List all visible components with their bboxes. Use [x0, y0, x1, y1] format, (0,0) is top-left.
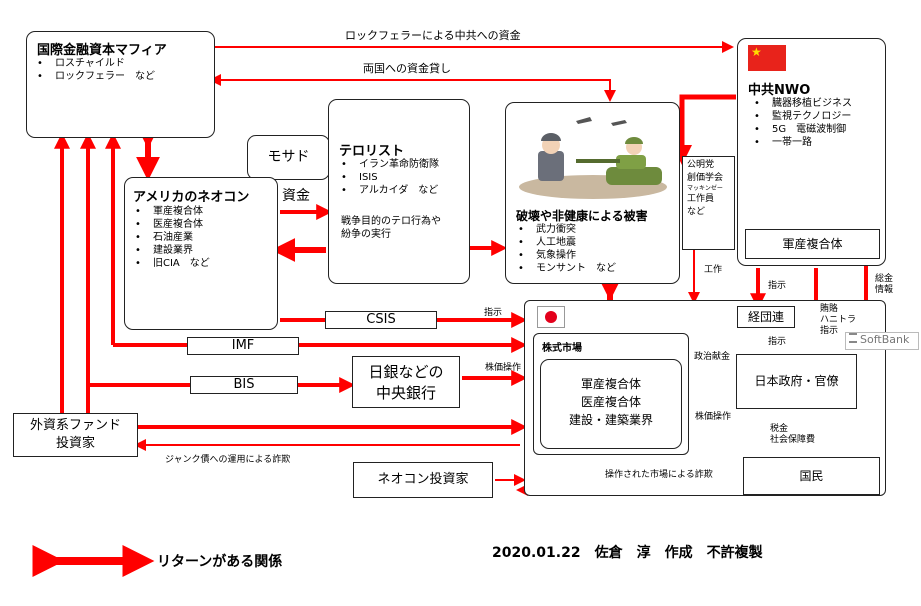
softbank-logo: SoftBank [845, 332, 919, 350]
label-zei: 税金 社会保障費 [770, 424, 815, 446]
damage-title: 破壊や非健康による被害 [516, 209, 648, 223]
csis-box: CSIS [325, 311, 437, 329]
neocon-title: アメリカのネオコン [133, 190, 250, 205]
market-title: 株式市場 [542, 343, 582, 354]
neocon-investor-label: ネオコン投資家 [377, 472, 469, 487]
party-line: など [687, 207, 706, 217]
damage-item: 武力衝突 [518, 223, 616, 236]
kokumin-label: 国民 [799, 469, 824, 483]
central-bank-box: 日銀などの 中央銀行 [352, 356, 460, 408]
label-loan: 両国への資金貸し [363, 62, 451, 75]
mossad-box: モサド [247, 135, 330, 180]
market-inner-line: 建設・建築業界 [568, 413, 653, 427]
nwo-item: 監視テクノロジー [754, 110, 852, 123]
mossad-label: モサド [267, 149, 310, 165]
damage-item: 気象操作 [518, 249, 616, 262]
label-shiji-csis: 指示 [484, 308, 503, 318]
nwo-item: 5G 電磁波制御 [754, 123, 852, 136]
label-wairo-line: 指示 [820, 326, 839, 336]
neocon-investor-box: ネオコン投資家 [353, 462, 493, 498]
govt-box: 日本政府・官僚 [736, 354, 857, 409]
nwo-item: 臓器移植ビジネス [754, 97, 852, 110]
nwo-title: 中共NWO [748, 83, 811, 98]
label-jouhou-line: 情報 [875, 285, 894, 295]
party-line: 工作員 [687, 194, 715, 204]
nwo-item: 一帯一路 [754, 136, 852, 149]
mafia-title: 国際金融資本マフィア [37, 43, 167, 58]
softbank-label: SoftBank [860, 333, 910, 346]
label-seiji: 政治献金 [694, 352, 731, 362]
label-jouhou: 総金 情報 [875, 274, 893, 296]
terror-box: テロリスト イラン革命防衛隊 ISIS アルカイダ など 戦争目的のテロ行為や … [328, 99, 470, 284]
label-junk: ジャンク債への運用による詐欺 [165, 455, 291, 465]
party-box: 公明党 創価学会 マッキンゼー 工作員 など [682, 156, 735, 250]
imf-label: IMF [231, 338, 255, 353]
market-inner-line: 医産複合体 [580, 395, 641, 409]
label-kousaku: 工作 [704, 265, 723, 275]
govt-label: 日本政府・官僚 [754, 374, 839, 388]
terror-item: ISIS [341, 171, 439, 184]
keidanren-label: 経団連 [747, 310, 784, 324]
csis-label: CSIS [366, 312, 396, 327]
fund-line: 投資家 [55, 436, 95, 451]
bis-box: BIS [190, 376, 298, 394]
label-kabuka-govt: 株価操作 [695, 412, 732, 422]
terror-title: テロリスト [339, 144, 405, 159]
neocon-item: 建設業界 [135, 244, 210, 257]
terror-desc-1: 戦争目的のテロ行為や [341, 216, 441, 227]
label-zei-line: 社会保障費 [770, 435, 816, 445]
terror-desc-2: 紛争の実行 [341, 229, 391, 240]
party-line: 創価学会 [687, 173, 724, 183]
label-wairo-line: ハニトラ [820, 315, 857, 325]
nwo-military-label: 軍産複合体 [782, 237, 843, 251]
mafia-box: 国際金融資本マフィア ロスチャイルド ロックフェラー など [26, 31, 215, 138]
central-bank-line: 中央銀行 [375, 384, 436, 402]
terror-item: イラン革命防衛隊 [341, 158, 439, 171]
damage-item: 人工地震 [518, 236, 616, 249]
mafia-item: ロスチャイルド [37, 57, 155, 70]
kokumin-box: 国民 [743, 457, 880, 495]
label-wairo: 賄賂 ハニトラ 指示 [820, 304, 856, 337]
fund-line: 外資系ファンド [29, 418, 121, 433]
central-bank-line: 日銀などの [368, 363, 444, 381]
terror-item: アルカイダ など [341, 184, 439, 197]
nwo-box: ★ 中共NWO 臓器移植ビジネス 監視テクノロジー 5G 電磁波制御 一帯一路 … [737, 38, 886, 266]
mafia-item: ロックフェラー など [37, 70, 155, 83]
market-inner-line: 軍産複合体 [580, 377, 641, 391]
legend-label: リターンがある関係 [157, 554, 283, 570]
neocon-item: 医産複合体 [135, 218, 210, 231]
keidanren-box: 経団連 [737, 306, 795, 328]
label-sousa: 操作された市場による詐欺 [605, 470, 713, 480]
damage-item: モンサント など [518, 262, 616, 275]
market-box: 株式市場 軍産複合体 医産複合体 建設・建築業界 [533, 333, 689, 455]
bis-label: BIS [233, 377, 255, 392]
japan-flag-icon [537, 306, 565, 328]
neocon-item: 石油産業 [135, 231, 210, 244]
label-jouhou-line: 総金 [875, 274, 894, 284]
shikin-label: 資金 [282, 188, 310, 204]
neocon-item: 軍産複合体 [135, 205, 210, 218]
neocon-item: 旧CIA など [135, 257, 210, 270]
soldiers-tank-illustration [516, 109, 670, 199]
market-inner-box: 軍産複合体 医産複合体 建設・建築業界 [540, 359, 682, 449]
label-kabuka-bank: 株価操作 [485, 363, 522, 373]
nwo-military-box: 軍産複合体 [745, 229, 880, 259]
party-line: 公明党 [687, 160, 715, 170]
label-wairo-line: 賄賂 [820, 304, 839, 314]
credit-label: 2020.01.22 佐倉 淳 作成 不許複製 [492, 545, 763, 561]
label-shiji-keidanren: 指示 [768, 337, 787, 347]
label-rockefeller: ロックフェラーによる中共への資金 [345, 29, 521, 42]
neocon-box: アメリカのネオコン 軍産複合体 医産複合体 石油産業 建設業界 旧CIA など [124, 177, 278, 330]
china-flag-icon: ★ [748, 45, 786, 71]
fund-box: 外資系ファンド 投資家 [13, 413, 138, 457]
damage-box: 破壊や非健康による被害 武力衝突 人工地震 気象操作 モンサント など [505, 102, 680, 284]
imf-box: IMF [187, 337, 299, 355]
party-line: マッキンゼー [687, 185, 723, 192]
label-shiji-nwo: 指示 [768, 281, 787, 291]
label-zei-line: 税金 [770, 424, 789, 434]
